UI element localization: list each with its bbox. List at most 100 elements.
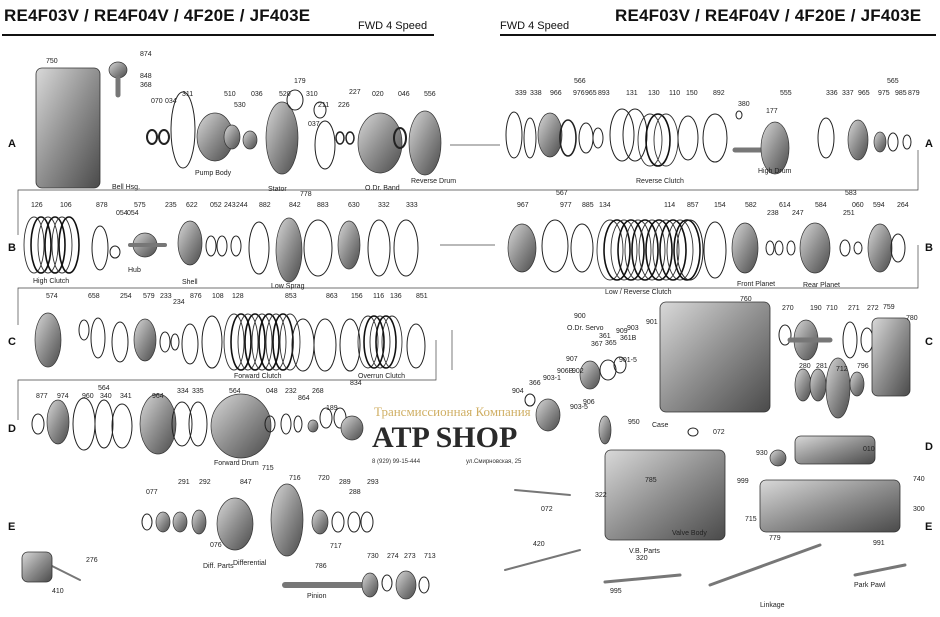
header-rule-left bbox=[2, 34, 434, 36]
part-number-6: 311 bbox=[182, 91, 193, 98]
row-label-b-left: B bbox=[8, 242, 16, 254]
part-caption-22: V.B. Parts bbox=[629, 548, 660, 555]
clutch-plate bbox=[645, 219, 673, 281]
part-number-1: 874 bbox=[140, 51, 152, 58]
part-number-27: 893 bbox=[598, 90, 610, 97]
drum-part bbox=[46, 399, 70, 445]
ring-part bbox=[592, 127, 604, 149]
ring-part bbox=[78, 319, 90, 341]
watermark-phone: 8 (929) 99-15-444 bbox=[372, 459, 421, 465]
part-number-40: 975 bbox=[878, 90, 890, 97]
part-number-38: 565 bbox=[887, 78, 899, 85]
ring-part bbox=[170, 91, 196, 169]
ring-part bbox=[339, 318, 361, 372]
clutch-plate bbox=[652, 219, 680, 281]
clutch-plate bbox=[673, 219, 701, 281]
drum-part bbox=[760, 121, 790, 175]
drum-part bbox=[873, 131, 887, 153]
ring-part bbox=[347, 511, 361, 533]
clutch-plate bbox=[272, 313, 294, 371]
part-number-155: 730 bbox=[367, 553, 379, 560]
part-caption-18: Forward Drum bbox=[214, 460, 259, 467]
ring-part bbox=[313, 101, 327, 119]
part-number-120: 712 bbox=[836, 366, 848, 373]
drum-part bbox=[34, 312, 62, 368]
ring-part bbox=[578, 122, 594, 154]
part-number-64: 134 bbox=[599, 202, 611, 209]
ring-part bbox=[303, 219, 333, 277]
drum-part bbox=[139, 393, 177, 455]
ring-part bbox=[613, 356, 627, 374]
part-number-26: 965 bbox=[585, 90, 597, 97]
part-number-7: 510 bbox=[224, 91, 236, 98]
ring-part bbox=[735, 110, 743, 120]
drum-part bbox=[337, 220, 361, 270]
row-label-e-left: E bbox=[8, 521, 15, 533]
part-caption-13: Rear Planet bbox=[803, 282, 840, 289]
part-number-161: 072 bbox=[541, 506, 553, 513]
ring-part bbox=[205, 235, 217, 257]
drum-part bbox=[191, 509, 207, 535]
ring-part bbox=[622, 108, 648, 162]
part-number-131: 564 bbox=[229, 388, 241, 395]
ring-part bbox=[91, 225, 109, 271]
part-number-76: 594 bbox=[873, 202, 885, 209]
drum-part bbox=[579, 360, 601, 390]
part-number-123: 877 bbox=[36, 393, 48, 400]
part-number-158: 713 bbox=[424, 553, 436, 560]
part-number-17: 020 bbox=[372, 91, 384, 98]
row-labels: A A B B C C D D E E bbox=[8, 138, 933, 533]
row-label-d-left: D bbox=[8, 423, 16, 435]
part-number-166: 785 bbox=[645, 477, 657, 484]
ring-part bbox=[171, 401, 193, 447]
ring-part bbox=[786, 240, 796, 256]
clutch-plate bbox=[363, 315, 385, 369]
ring-part bbox=[248, 221, 270, 275]
clutch-plate bbox=[44, 216, 66, 274]
drum-part bbox=[849, 371, 865, 397]
part-number-55: 842 bbox=[289, 202, 301, 209]
part-number-15: 227 bbox=[349, 89, 361, 96]
part-number-75: 060 bbox=[852, 202, 864, 209]
clutch-plate bbox=[369, 315, 391, 369]
ring-part bbox=[418, 576, 430, 594]
ring-part bbox=[839, 239, 851, 257]
ring-part bbox=[111, 321, 129, 363]
ring-part bbox=[677, 115, 699, 161]
part-number-116: 759 bbox=[883, 304, 895, 311]
drum-part bbox=[340, 415, 364, 441]
part-number-150: 288 bbox=[349, 489, 361, 496]
clutch-plate bbox=[37, 216, 59, 274]
part-number-121: 796 bbox=[857, 363, 869, 370]
part-caption-4: Reverse Drum bbox=[411, 178, 456, 185]
part-number-157: 273 bbox=[404, 553, 416, 560]
part-caption-20: Differential bbox=[233, 560, 267, 567]
part-number-84: 876 bbox=[190, 293, 202, 300]
clutch-plate bbox=[381, 315, 403, 369]
header-sub-right: FWD 4 Speed bbox=[500, 20, 570, 32]
drum-part bbox=[223, 124, 241, 150]
ring-part bbox=[335, 131, 345, 145]
part-caption-15: Overrun Clutch bbox=[358, 373, 405, 380]
part-number-0: 750 bbox=[46, 58, 58, 65]
part-number-59: 333 bbox=[406, 202, 418, 209]
part-number-3: 368 bbox=[140, 82, 152, 89]
ring-part bbox=[72, 397, 96, 451]
part-number-101: 907 bbox=[566, 356, 578, 363]
ring-part bbox=[111, 403, 133, 449]
ring-part bbox=[406, 323, 426, 369]
ring-part bbox=[541, 219, 569, 273]
part-caption-16: O.Dr. Servo bbox=[567, 325, 604, 332]
part-number-21: 339 bbox=[515, 90, 527, 97]
part-number-10: 179 bbox=[294, 78, 306, 85]
part-number-39: 965 bbox=[858, 90, 870, 97]
part-number-102: 902 bbox=[572, 368, 584, 375]
part-number-144: 291 bbox=[178, 479, 190, 486]
drum-part bbox=[155, 511, 171, 533]
watermark-company: Трансмиссионная Компания bbox=[374, 404, 531, 419]
watermark: Трансмиссионная Компания ATP SHOP 8 (929… bbox=[372, 404, 531, 465]
part-caption-25: Park Pawl bbox=[854, 582, 886, 589]
part-number-28: 131 bbox=[626, 90, 638, 97]
part-number-95: 903 bbox=[627, 325, 639, 332]
